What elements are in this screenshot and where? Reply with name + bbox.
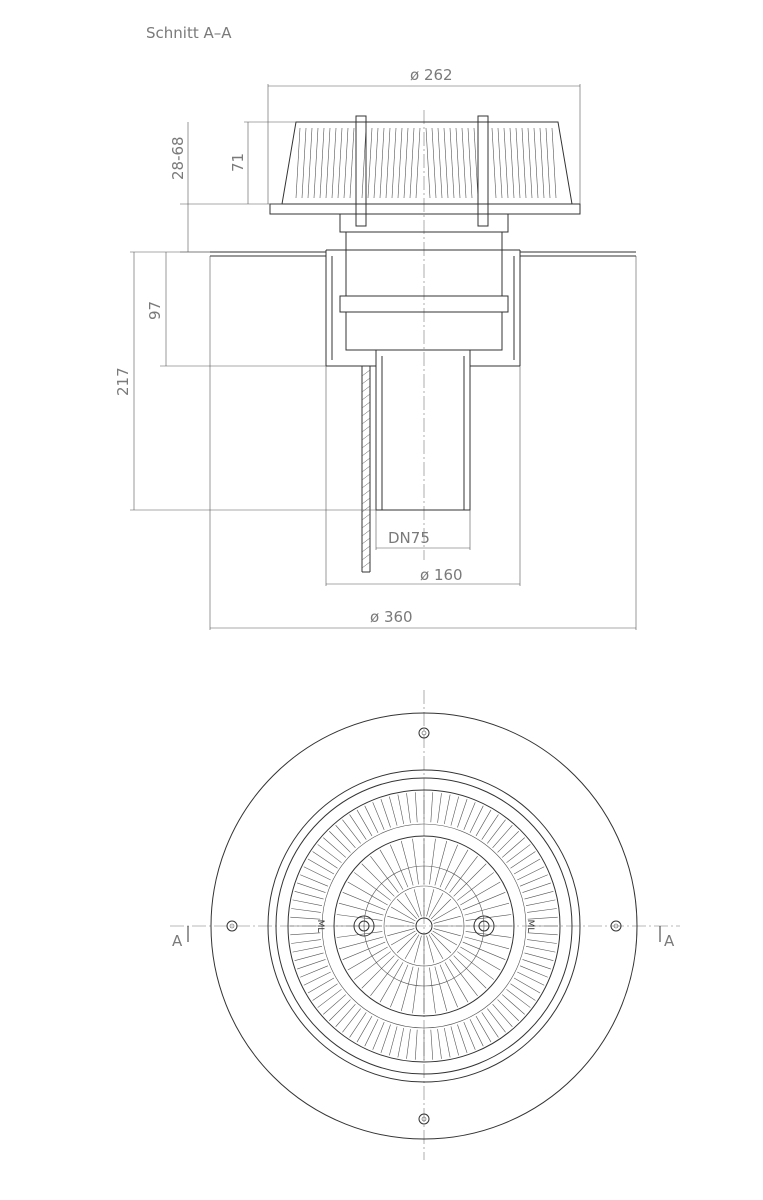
dim-diameter-262: ø 262 — [410, 66, 453, 84]
dimension-lines — [133, 85, 636, 629]
flange-section — [210, 251, 636, 257]
dim-diameter-160: ø 160 — [420, 566, 463, 584]
dim-dn75: DN75 — [388, 529, 430, 547]
grate-section — [269, 115, 581, 227]
svg-text:A: A — [664, 932, 675, 950]
ml-mark-left: ML — [315, 920, 325, 933]
ml-mark-right: ML — [525, 920, 535, 933]
extension-lines — [130, 84, 637, 630]
section-title: Schnitt A–A — [146, 24, 232, 42]
dim-height-97: 97 — [146, 301, 164, 320]
flange-outer-circle — [210, 712, 638, 1140]
dim-height-28-68: 28-68 — [169, 136, 187, 180]
grate-outer-circle — [267, 769, 581, 1083]
section-mark-right: A — [659, 926, 675, 950]
grate-screws — [353, 915, 495, 937]
pipe-section — [361, 349, 471, 573]
body-section — [325, 213, 521, 367]
svg-text:A: A — [172, 932, 183, 950]
dim-height-217: 217 — [114, 367, 132, 396]
section-mark-left: A — [172, 926, 189, 950]
dim-height-71: 71 — [229, 153, 247, 172]
plan-view: ML ML A A — [170, 690, 680, 1160]
flange-holes — [226, 727, 622, 1125]
section-view: ø 262 28-68 71 97 217 DN75 ø 160 ø 360 — [114, 66, 637, 630]
dim-diameter-360: ø 360 — [370, 608, 413, 626]
